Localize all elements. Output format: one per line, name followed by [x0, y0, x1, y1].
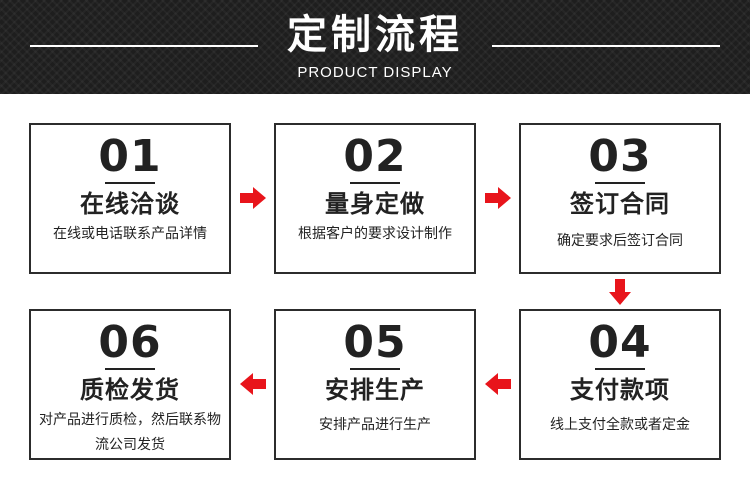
step-card-4: 04 支付款项 线上支付全款或者定金 — [519, 309, 721, 460]
step-number-underline — [350, 368, 400, 370]
step-description: 根据客户的要求设计制作 — [298, 226, 452, 242]
step-number-underline — [595, 182, 645, 184]
header-divider-right — [492, 45, 720, 47]
step-number: 05 — [343, 317, 407, 368]
step-number: 02 — [343, 131, 407, 182]
arrow-right-icon — [485, 187, 511, 209]
step-number: 06 — [98, 317, 162, 368]
step-card-1: 01 在线洽谈 在线或电话联系产品详情 — [29, 123, 231, 274]
step-card-3: 03 签订合同 确定要求后签订合同 — [519, 123, 721, 274]
step-number-underline — [595, 368, 645, 370]
step-card-5: 05 安排生产 安排产品进行生产 — [274, 309, 476, 460]
step-number: 03 — [588, 131, 652, 182]
header-divider-left — [30, 45, 258, 47]
step-title: 安排生产 — [325, 376, 425, 404]
arrow-right-icon — [240, 187, 266, 209]
step-card-6: 06 质检发货 对产品进行质检，然后联系物流公司发货 — [29, 309, 231, 460]
step-description: 线上支付全款或者定金 — [550, 417, 690, 433]
step-card-2: 02 量身定做 根据客户的要求设计制作 — [274, 123, 476, 274]
arrow-down-icon — [609, 279, 631, 305]
arrow-left-icon — [485, 373, 511, 395]
step-title: 质检发货 — [80, 376, 180, 404]
step-number-underline — [350, 182, 400, 184]
step-description: 确定要求后签订合同 — [557, 233, 683, 249]
step-number-underline — [105, 182, 155, 184]
header-banner: 定制流程 PRODUCT DISPLAY — [0, 0, 750, 94]
step-number: 01 — [98, 131, 162, 182]
page-title: 定制流程 — [287, 12, 463, 58]
step-description: 安排产品进行生产 — [319, 417, 431, 433]
step-title: 签订合同 — [570, 190, 670, 218]
step-title: 量身定做 — [325, 190, 425, 218]
step-description: 对产品进行质检，然后联系物流公司发货 — [39, 412, 221, 453]
step-title: 支付款项 — [570, 376, 670, 404]
page-subtitle: PRODUCT DISPLAY — [297, 64, 453, 81]
step-title: 在线洽谈 — [80, 190, 180, 218]
step-number: 04 — [588, 317, 652, 368]
arrow-left-icon — [240, 373, 266, 395]
step-description: 在线或电话联系产品详情 — [53, 226, 207, 242]
step-number-underline — [105, 368, 155, 370]
